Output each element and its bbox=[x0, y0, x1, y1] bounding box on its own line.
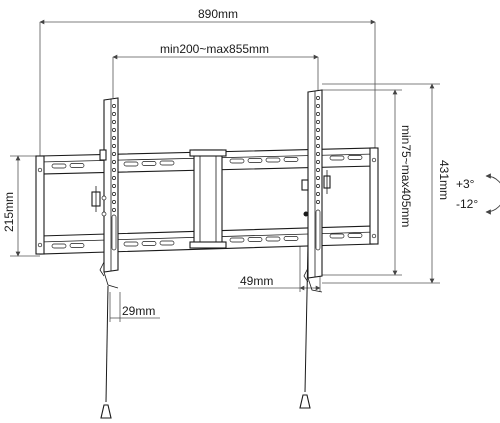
tilt-indicator: +3° -12° bbox=[456, 173, 500, 215]
bottom-rail-slots bbox=[51, 233, 363, 249]
right-latch bbox=[323, 170, 331, 194]
bracket-offset-dimension: 29mm bbox=[109, 292, 160, 322]
wall-plate-height-label: 215mm bbox=[2, 192, 16, 232]
arm-spacing-label: min200~max855mm bbox=[160, 42, 269, 56]
left-arm-holes bbox=[112, 104, 116, 212]
wall-plate-height-dimension: 215mm bbox=[2, 155, 40, 257]
overall-height-dimension: 431mm bbox=[322, 83, 451, 284]
overall-width-dimension: 890mm bbox=[39, 7, 376, 160]
overall-width-label: 890mm bbox=[198, 7, 238, 21]
right-arm-holes bbox=[316, 96, 320, 204]
center-plate bbox=[189, 149, 227, 249]
right-vertical-arm bbox=[301, 89, 331, 293]
top-rail-slots bbox=[51, 155, 363, 169]
profile-depth-dimension: 49mm bbox=[238, 240, 321, 292]
overall-height-label: 431mm bbox=[437, 160, 451, 200]
right-pull-cord bbox=[299, 243, 311, 409]
tilt-up-label: +3° bbox=[456, 177, 475, 191]
bracket-offset-label: 29mm bbox=[122, 304, 155, 318]
left-pull-cord bbox=[100, 285, 112, 419]
vesa-vertical-label: min75~max405mm bbox=[399, 125, 413, 227]
left-latch bbox=[91, 186, 107, 217]
profile-depth-label: 49mm bbox=[240, 274, 273, 288]
tilt-arc-icon bbox=[485, 173, 500, 215]
left-vertical-arm bbox=[91, 97, 119, 289]
arm-spacing-dimension: min200~max855mm bbox=[112, 42, 319, 98]
tilt-down-label: -12° bbox=[456, 197, 478, 211]
vesa-vertical-dimension: min75~max405mm bbox=[322, 89, 413, 276]
